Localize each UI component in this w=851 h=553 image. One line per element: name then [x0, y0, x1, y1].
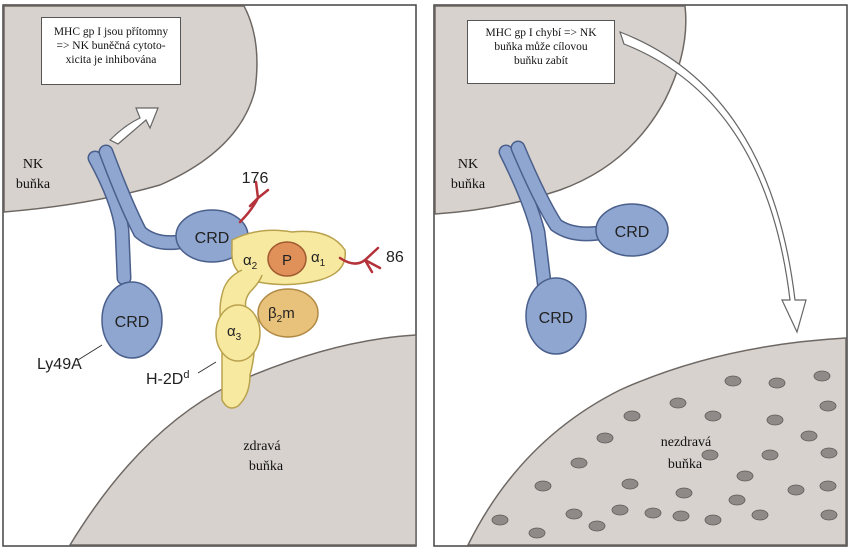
crd-top-right [595, 203, 669, 257]
nk-cell-left-label-line1: NK [23, 157, 43, 172]
right-callout-line3: buňku zabít [514, 55, 568, 67]
ly49a-leader [77, 344, 103, 361]
left-callout-line3: xicita je inhibována [65, 54, 157, 66]
receptor-right [498, 140, 669, 355]
unhealthy-cell-label-line1: nezdravá [661, 435, 712, 450]
unhealthy-cell [466, 337, 847, 546]
glycan-176 [238, 180, 270, 224]
left-callout: MHC gp I jsou přítomny => NK buněčná cyt… [41, 17, 181, 85]
beta2m-domain [257, 288, 319, 338]
right-callout-line1: MHC gp I chybí => NK [485, 27, 597, 39]
healthy-cell-label-line1: zdravá [243, 439, 281, 454]
glycan-86-label: 86 [386, 249, 404, 266]
unhealthy-cell-dots [491, 370, 838, 539]
crd-bottom-right-label: CRD [539, 310, 574, 327]
kill-arrow [619, 30, 807, 334]
h2d-leader [197, 361, 217, 374]
left-callout-line1: MHC gp I jsou přítomny [53, 26, 169, 38]
alpha3-label: α3 [227, 323, 242, 343]
crd-bottom-left-label: CRD [115, 314, 150, 331]
alpha2-label: α2 [243, 252, 258, 272]
nk-cell-left-label-line2: buňka [16, 177, 51, 192]
crd-top-right-label: CRD [615, 224, 650, 241]
right-callout-line2: buňka může cílovou [494, 41, 588, 53]
crd-top-left-label: CRD [195, 230, 230, 247]
right-panel: CRD CRD NK buňka nezdravá buňka [434, 5, 847, 546]
alpha1-label: α1 [311, 249, 326, 269]
glycan-176-label: 176 [242, 170, 269, 187]
beta2m-label: β2m [268, 305, 295, 325]
healthy-cell-label-line2: buňka [249, 459, 284, 474]
unhealthy-cell-label-line2: buňka [668, 457, 703, 472]
peptide-label: P [282, 252, 292, 269]
glycan-86 [338, 246, 382, 274]
peptide [267, 241, 307, 277]
nk-cell-right-label-line1: NK [458, 157, 478, 172]
crd-bottom-left [101, 281, 163, 359]
ly49a-label: Ly49A [37, 356, 82, 373]
right-callout: MHC gp I chybí => NK buňka může cílovou … [467, 20, 615, 84]
h2d-label: H-2Dd [146, 369, 189, 388]
left-panel: CRD CRD Ly49A H-2Dd 176 86 P α2 α1 α3 β2… [3, 5, 417, 546]
left-callout-line2: => NK buněčná cytoto- [56, 40, 166, 52]
mhc-molecule [215, 229, 347, 409]
inhibition-arrow [108, 107, 159, 145]
crd-bottom-right [525, 277, 587, 355]
nk-cell-right-label-line2: buňka [451, 177, 486, 192]
